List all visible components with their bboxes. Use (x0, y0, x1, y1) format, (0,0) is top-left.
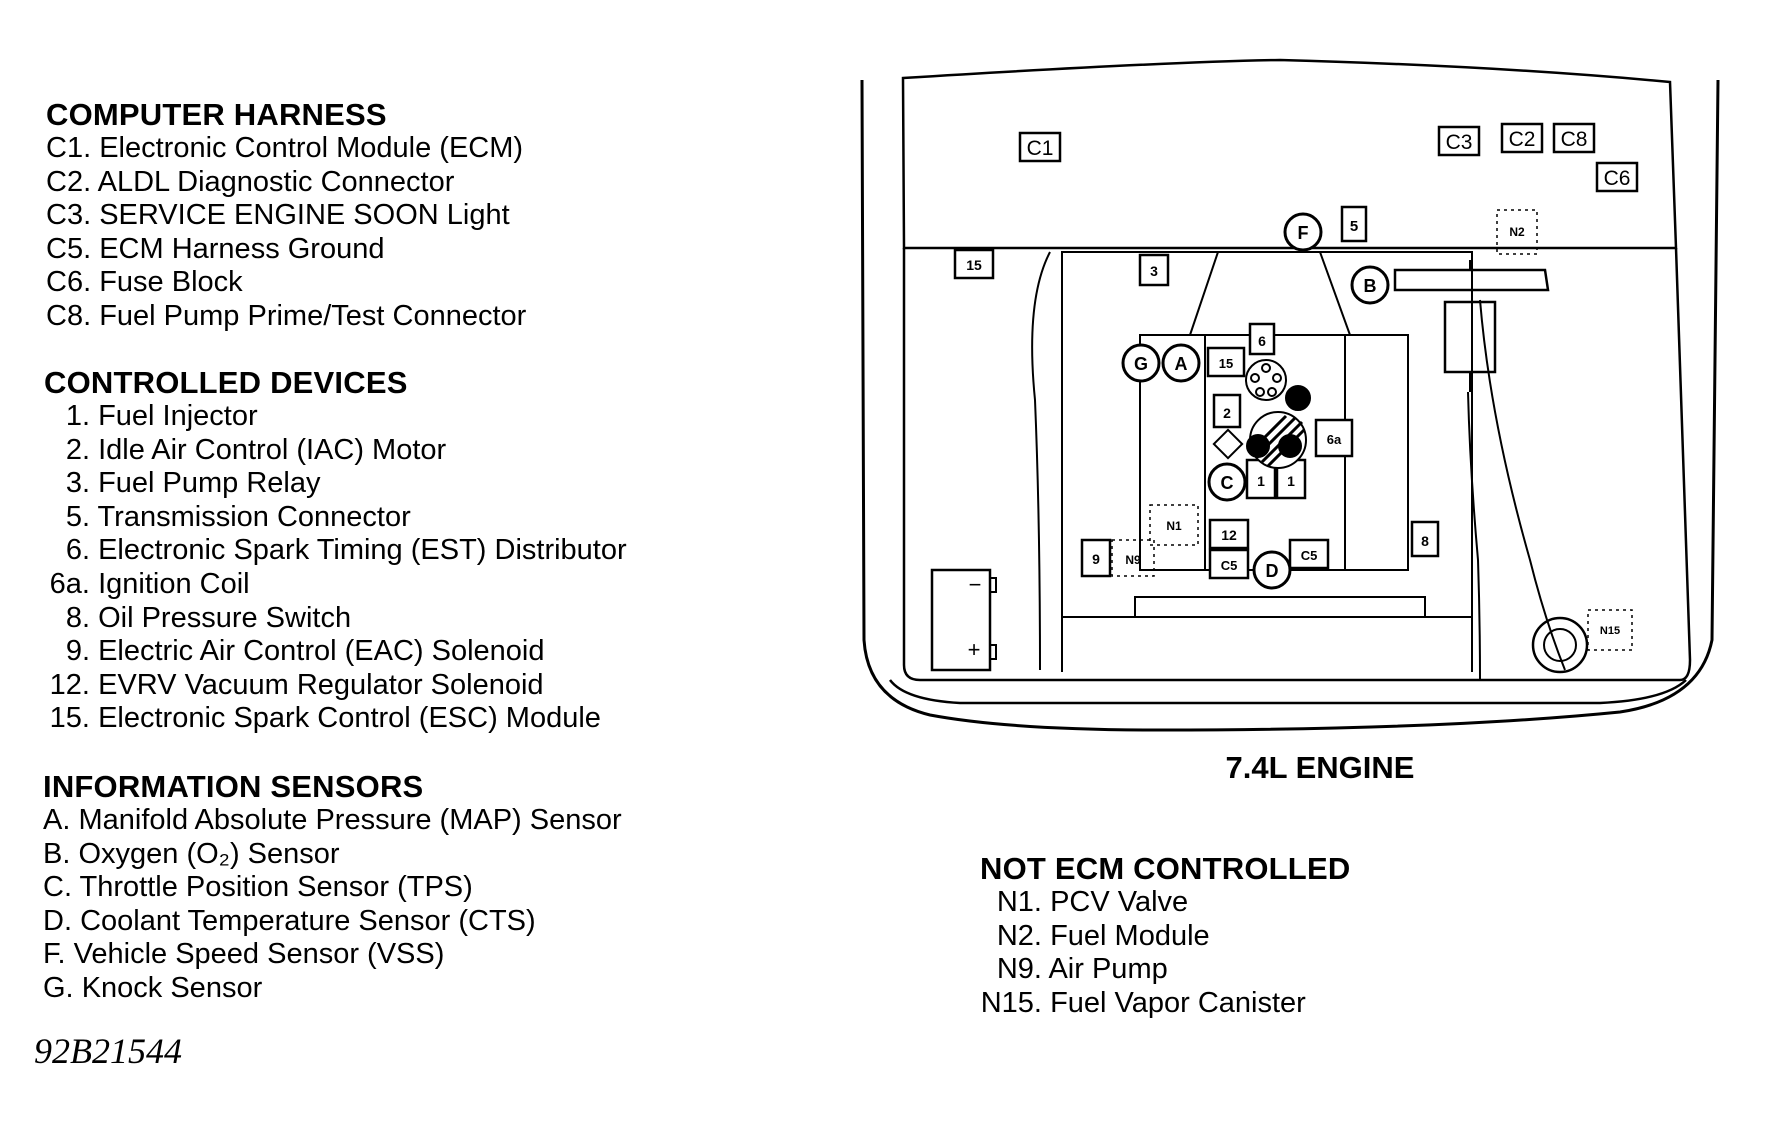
information-sensors-section: INFORMATION SENSORS A. Manifold Absolute… (43, 770, 622, 1006)
figure-reference: 92B21544 (34, 1031, 182, 1071)
computer-harness-section: COMPUTER HARNESS C1. Electronic Control … (46, 98, 526, 334)
controlled-devices-title: CONTROLLED DEVICES (44, 365, 408, 400)
controlled-devices-list: 1. Fuel Injector 2. Idle Air Control (IA… (44, 400, 627, 736)
diagram-label-2: 2 (1223, 405, 1231, 421)
not-ecm-list: N1. PCV Valve N2. Fuel Module N9. Air Pu… (980, 886, 1350, 1020)
diagram-label-g: G (1134, 354, 1148, 374)
list-item: 9. Electric Air Control (EAC) Solenoid (65, 635, 545, 668)
diagram-label-n9: N9 (1125, 553, 1141, 567)
diagram-label-9: 9 (1092, 551, 1100, 567)
list-item: 15. Electronic Spark Control (ESC) Modul… (49, 702, 601, 735)
diagram-label-c5a: C5 (1221, 558, 1238, 573)
diagram-label-8: 8 (1421, 533, 1429, 549)
list-item: C2. ALDL Diagnostic Connector (46, 165, 455, 198)
not-ecm-section: NOT ECM CONTROLLED N1. PCV Valve N2. Fue… (980, 852, 1350, 1020)
diagram-label-n2: N2 (1509, 225, 1525, 239)
list-item: 1. Fuel Injector (65, 400, 258, 432)
list-item: C8. Fuel Pump Prime/Test Connector (46, 299, 527, 332)
diagram-label-n1: N1 (1166, 519, 1182, 533)
diagram-label-6a: 6a (1327, 432, 1342, 447)
diagram-label-c6: C6 (1604, 167, 1631, 190)
list-item: N1. PCV Valve (996, 886, 1189, 918)
battery-outline (930, 568, 992, 672)
list-item: C5. ECM Harness Ground (46, 232, 385, 265)
list-item: 12. EVRV Vacuum Regulator Solenoid (49, 668, 544, 701)
information-sensors-list: A. Manifold Absolute Pressure (MAP) Sens… (43, 804, 622, 1006)
diagram-label-1a: 1 (1257, 473, 1265, 489)
list-item: 6a. Ignition Coil (49, 567, 250, 600)
list-item: F. Vehicle Speed Sensor (VSS) (43, 938, 445, 971)
diagram-label-12: 12 (1221, 527, 1237, 543)
diagram-label-15a: 15 (966, 257, 982, 273)
diagram-label-c8: C8 (1561, 128, 1588, 151)
diagram-label-n15: N15 (1600, 625, 1620, 637)
list-item: 8. Oil Pressure Switch (65, 601, 352, 634)
list-item: B. Oxygen (O₂) Sensor (43, 837, 340, 870)
battery-plus: + (968, 637, 981, 662)
diagram-label-b: B (1364, 276, 1377, 296)
diagram-label-c2: C2 (1509, 128, 1536, 151)
diagram-label-5: 5 (1350, 218, 1358, 235)
cowl-panel (901, 58, 1678, 250)
controlled-devices-section: CONTROLLED DEVICES 1. Fuel Injector 2. I… (44, 366, 627, 736)
diagram-label-1b: 1 (1287, 473, 1295, 489)
diagram-label-c3: C3 (1446, 131, 1473, 154)
list-item: N9. Air Pump (996, 953, 1168, 986)
diagram-label-6: 6 (1258, 333, 1266, 349)
list-item: N15. Fuel Vapor Canister (980, 986, 1306, 1019)
diagram-label-15b: 15 (1219, 356, 1233, 371)
list-item: 2. Idle Air Control (IAC) Motor (65, 433, 447, 466)
diagram-label-f: F (1298, 223, 1309, 243)
diagram-label-d: D (1266, 561, 1279, 581)
battery-minus: − (969, 572, 982, 597)
list-item: C. Throttle Position Sensor (TPS) (43, 871, 473, 904)
list-item: D. Coolant Temperature Sensor (CTS) (43, 904, 536, 937)
list-item: C1. Electronic Control Module (ECM) (46, 132, 524, 164)
diagram-label-3: 3 (1150, 263, 1158, 279)
information-sensors-title: INFORMATION SENSORS (43, 769, 424, 804)
list-item: A. Manifold Absolute Pressure (MAP) Sens… (43, 804, 622, 836)
diagram-label-a: A (1175, 354, 1188, 374)
not-ecm-title: NOT ECM CONTROLLED (980, 851, 1351, 886)
diagram-label-c1: C1 (1027, 137, 1054, 160)
list-item: N2. Fuel Module (996, 919, 1210, 952)
list-item: C3. SERVICE ENGINE SOON Light (46, 199, 510, 232)
computer-harness-list: C1. Electronic Control Module (ECM) C2. … (46, 132, 526, 334)
computer-harness-title: COMPUTER HARNESS (46, 97, 387, 132)
compartment-outline (860, 79, 1720, 732)
engine-title: 7.4L ENGINE (1225, 750, 1415, 785)
diagram-label-c: C (1221, 473, 1234, 493)
list-item: G. Knock Sensor (43, 971, 263, 1004)
list-item: 3. Fuel Pump Relay (65, 467, 321, 500)
list-item: 6. Electronic Spark Timing (EST) Distrib… (65, 534, 627, 567)
diagram-label-c5b: C5 (1301, 548, 1318, 563)
list-item: 5. Transmission Connector (65, 500, 411, 533)
list-item: C6. Fuse Block (46, 266, 243, 299)
